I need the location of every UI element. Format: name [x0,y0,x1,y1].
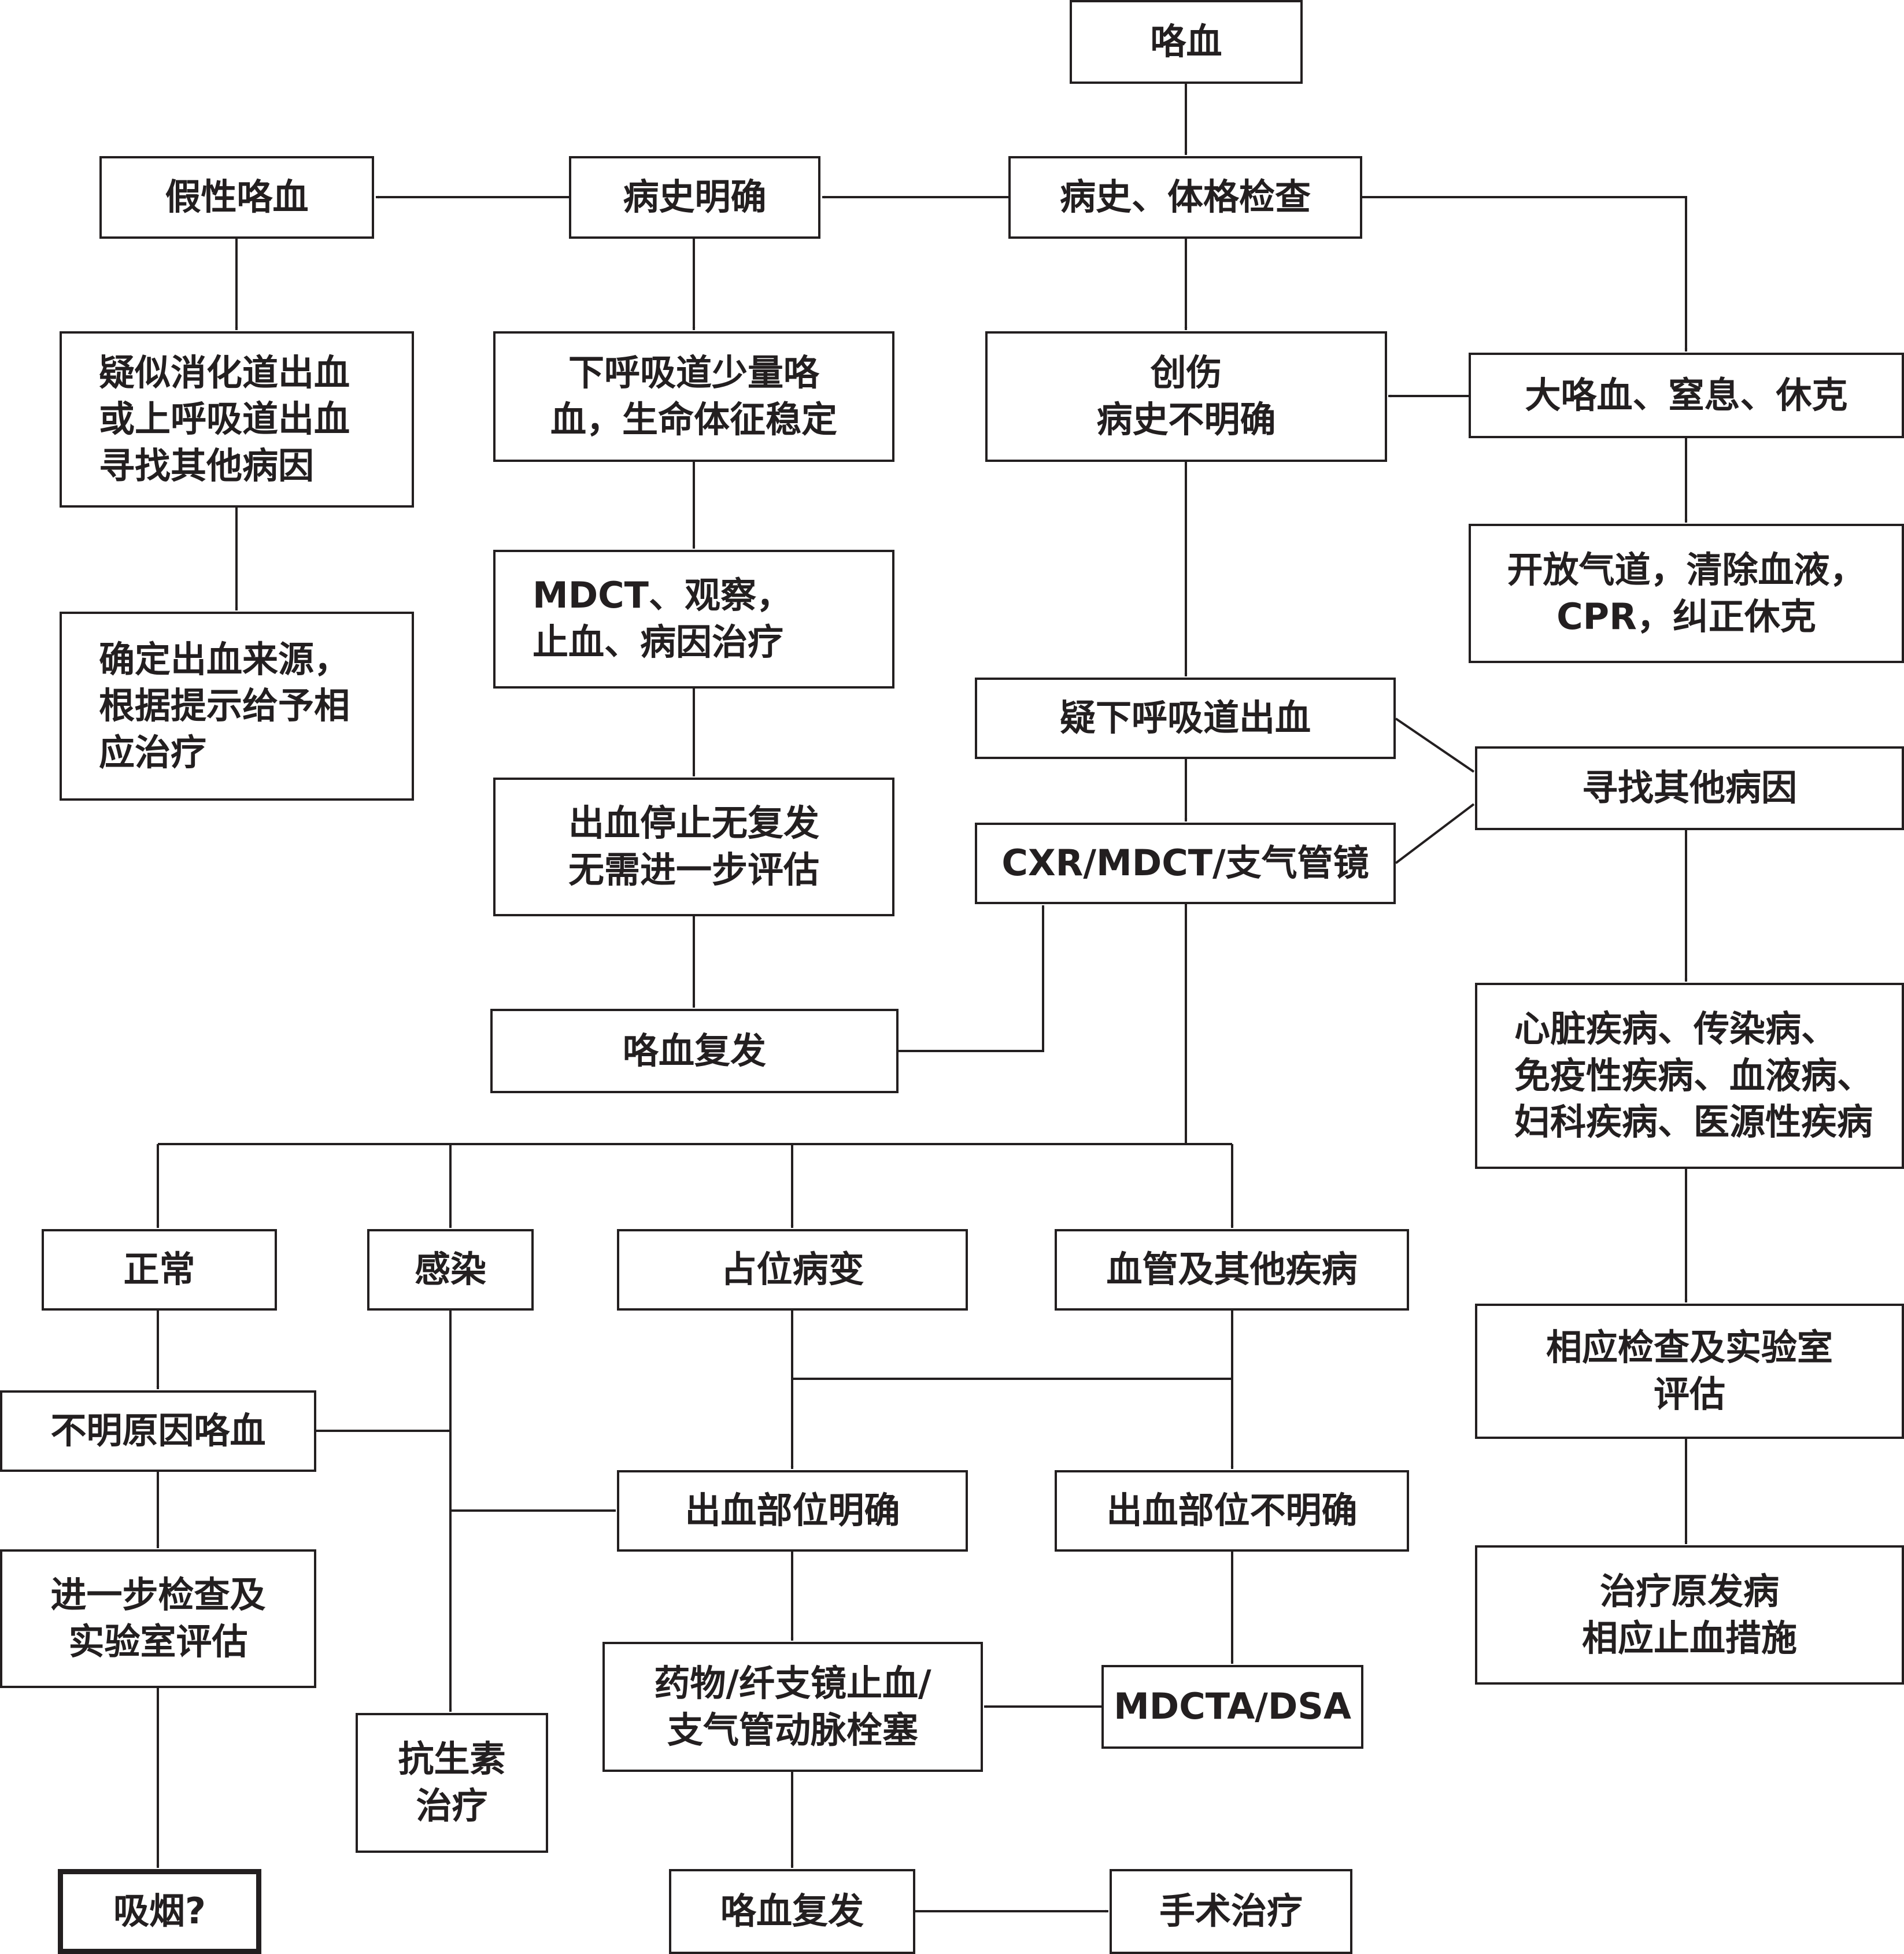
node-airway-cpr: 开放气道，清除血液，CPR，纠正休克 [1469,524,1904,663]
node-text-line: 止血、病因治疗 [533,621,784,663]
node-lower-minor: 下呼吸道少量咯血，生命体征稳定 [493,331,894,462]
node-text-line: CXR/MDCT/支气管镜 [1001,842,1369,885]
connector-cxr-to-other [1395,803,1475,864]
node-text-line: 疑下呼吸道出血 [1059,697,1311,739]
node-vascular-other: 血管及其他疾病 [1055,1229,1409,1311]
node-history-clear: 病史明确 [569,156,820,239]
node-further-exam: 进一步检查及实验室评估 [0,1549,316,1688]
node-text-line: 免疫性疾病、血液病、 [1514,1054,1873,1097]
node-text-line: 评估 [1653,1373,1725,1415]
node-confirm-source: 确定出血来源，根据提示给予相应治疗 [60,612,414,801]
node-hemoptysis: 咯血 [1070,0,1303,84]
node-text-line: 寻找其他病因 [99,444,315,487]
node-text-line: 支气管动脉栓塞 [667,1708,918,1751]
node-surgery: 手术治疗 [1110,1869,1352,1954]
node-text-line: MDCT、观察， [533,574,792,617]
node-trauma-unclear: 创伤病史不明确 [985,331,1387,462]
node-text-line: 心脏疾病、传染病、 [1514,1008,1838,1050]
node-antibiotics: 抗生素治疗 [356,1713,548,1853]
node-text-line: 确定出血来源， [99,638,350,680]
node-text-line: 出血部位不明确 [1106,1489,1358,1532]
node-mdct-observe: MDCT、观察，止血、病因治疗 [493,550,894,689]
node-massive: 大咯血、窒息、休克 [1469,353,1904,438]
node-treat-primary: 治疗原发病相应止血措施 [1475,1545,1904,1685]
node-text-line: 治疗 [416,1785,488,1827]
node-text-line: 治疗原发病 [1599,1570,1779,1612]
connector-recurrence-to-cxr [899,905,1045,1052]
node-text-line: 创伤 [1150,351,1222,394]
node-text-line: 感染 [414,1248,486,1291]
node-systemic-diseases: 心脏疾病、传染病、免疫性疾病、血液病、妇科疾病、医源性疾病 [1475,983,1904,1169]
node-pseudo-hemoptysis: 假性咯血 [99,156,374,239]
node-suspect-lower: 疑下呼吸道出血 [975,678,1396,759]
node-infection: 感染 [367,1229,534,1311]
node-text-line: 咯血 [1150,20,1222,63]
node-text-line: MDCTA/DSA [1114,1685,1351,1728]
node-text-line: 吸烟? [113,1890,206,1933]
node-lab-eval: 相应检查及实验室评估 [1475,1304,1904,1439]
node-site-clear: 出血部位明确 [617,1470,968,1552]
node-text-line: 出血部位明确 [685,1489,900,1532]
node-text-line: 咯血复发 [622,1029,766,1072]
node-text-line: 病史不明确 [1096,398,1276,441]
node-history-exam: 病史、体格检查 [1008,156,1362,239]
node-text-line: 开放气道，清除血液， [1507,548,1866,591]
node-text-line: 进一步检查及 [50,1574,266,1616]
node-text-line: 咯血复发 [720,1890,864,1933]
node-text-line: 不明原因咯血 [50,1409,266,1452]
connector-suspect-lower-to-other [1395,717,1475,773]
node-text-line: 下呼吸道少量咯 [568,351,819,394]
node-other-causes: 寻找其他病因 [1475,746,1904,830]
node-recurrence-1: 咯血复发 [490,1009,899,1093]
node-text-line: 手术治疗 [1159,1890,1303,1933]
node-unknown-cause: 不明原因咯血 [0,1390,316,1472]
node-smoking: 吸烟? [58,1869,261,1954]
node-site-unclear: 出血部位不明确 [1055,1470,1409,1552]
node-recurrence-2: 咯血复发 [669,1869,915,1954]
node-text-line: 相应检查及实验室 [1546,1326,1833,1369]
node-text-line: 根据提示给予相 [99,684,350,727]
node-text-line: 抗生素 [398,1738,506,1781]
node-mdcta-dsa: MDCTA/DSA [1101,1665,1363,1749]
node-bleeding-stopped: 出血停止无复发无需进一步评估 [493,778,894,916]
node-text-line: 病史明确 [623,176,767,219]
node-text-line: 出血停止无复发 [568,802,819,845]
node-text-line: 病史、体格检查 [1059,176,1311,219]
node-mass-lesion: 占位病变 [617,1229,968,1311]
node-text-line: 疑似消化道出血 [99,351,350,394]
node-drug-bronch-embol: 药物/纤支镜止血/支气管动脉栓塞 [602,1642,983,1772]
node-text-line: 大咯血、窒息、休克 [1525,373,1848,416]
node-cxr-mdct-bronch: CXR/MDCT/支气管镜 [975,823,1396,904]
node-text-line: CPR，纠正休克 [1557,595,1816,638]
node-text-line: 占位病变 [720,1248,864,1291]
node-text-line: 药物/纤支镜止血/ [654,1661,931,1704]
connector-mass-vascular-join [791,1311,1232,1380]
node-suspect-gi-upper: 疑似消化道出血或上呼吸道出血寻找其他病因 [60,331,414,508]
node-text-line: 正常 [123,1248,195,1291]
node-text-line: 血，生命体征稳定 [550,398,837,441]
node-text-line: 妇科疾病、医源性疾病 [1514,1101,1873,1143]
connector-history-exam-to-massive [1362,196,1688,351]
node-normal: 正常 [42,1229,277,1311]
node-text-line: 相应止血措施 [1581,1616,1797,1659]
node-text-line: 或上呼吸道出血 [99,398,350,441]
node-text-line: 假性咯血 [165,176,309,219]
node-text-line: 血管及其他疾病 [1106,1248,1358,1291]
node-text-line: 应治疗 [99,731,207,774]
node-text-line: 寻找其他病因 [1581,767,1797,809]
node-text-line: 无需进一步评估 [568,849,819,891]
node-text-line: 实验室评估 [68,1620,248,1663]
